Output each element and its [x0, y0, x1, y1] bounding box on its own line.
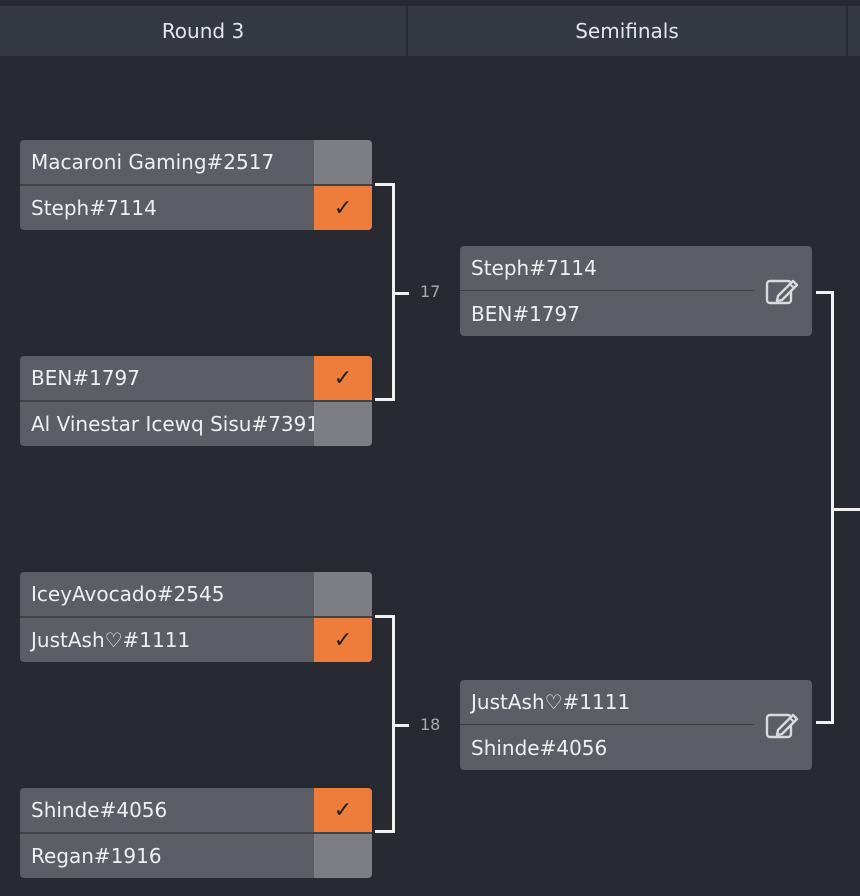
connector-line	[834, 508, 860, 511]
match-card[interactable]: BEN#1797 ✓ Al Vinestar Icewq Sisu#7391	[20, 356, 372, 446]
match-card[interactable]: Shinde#4056 ✓ Regan#1916	[20, 788, 372, 878]
slot-divider	[460, 724, 754, 725]
player-name: Macaroni Gaming#2517	[20, 140, 314, 184]
slot-divider	[20, 832, 372, 834]
player-slot-winner[interactable]: Steph#7114 ✓	[20, 186, 372, 230]
match-number: 17	[420, 282, 441, 301]
bracket-connector	[375, 183, 395, 401]
match-card[interactable]: Macaroni Gaming#2517 Steph#7114 ✓	[20, 140, 372, 230]
player-name: Regan#1916	[20, 834, 314, 878]
edit-match-button[interactable]	[762, 706, 802, 746]
win-check-icon: ✓	[314, 356, 372, 400]
slot-divider	[20, 184, 372, 186]
player-name: BEN#1797	[471, 302, 580, 326]
player-name: Shinde#4056	[20, 788, 314, 832]
win-check-icon: ✓	[314, 618, 372, 662]
player-name: Shinde#4056	[471, 736, 608, 760]
bracket-connector	[816, 291, 834, 724]
win-check-icon: ✓	[314, 186, 372, 230]
round-header-next	[848, 6, 860, 56]
player-slot-winner[interactable]: Shinde#4056 ✓	[20, 788, 372, 832]
result-box	[314, 834, 372, 878]
connector-line	[395, 292, 409, 295]
player-name: JustAsh♡#1111	[471, 690, 631, 714]
player-name: JustAsh♡#1111	[20, 618, 314, 662]
result-box	[314, 140, 372, 184]
player-slot-winner[interactable]: BEN#1797 ✓	[20, 356, 372, 400]
player-name: IceyAvocado#2545	[20, 572, 314, 616]
result-box	[314, 572, 372, 616]
bracket-connector	[375, 615, 395, 833]
player-name: BEN#1797	[20, 356, 314, 400]
semifinal-match-card[interactable]: Steph#7114 BEN#1797	[460, 246, 812, 336]
round-header-round-3: Round 3	[0, 6, 406, 56]
edit-icon	[765, 713, 799, 739]
player-slot[interactable]: Al Vinestar Icewq Sisu#7391	[20, 402, 372, 446]
player-slot[interactable]: Regan#1916	[20, 834, 372, 878]
match-card[interactable]: IceyAvocado#2545 JustAsh♡#1111 ✓	[20, 572, 372, 662]
slot-divider	[460, 290, 754, 291]
player-name: Steph#7114	[20, 186, 314, 230]
edit-match-button[interactable]	[762, 272, 802, 312]
slot-divider	[20, 616, 372, 618]
edit-icon	[765, 279, 799, 305]
semifinal-match-card[interactable]: JustAsh♡#1111 Shinde#4056	[460, 680, 812, 770]
round-title: Round 3	[161, 19, 245, 43]
connector-line	[395, 724, 409, 727]
result-box	[314, 402, 372, 446]
player-name: Al Vinestar Icewq Sisu#7391	[20, 402, 314, 446]
player-slot[interactable]: Macaroni Gaming#2517	[20, 140, 372, 184]
player-slot-winner[interactable]: JustAsh♡#1111 ✓	[20, 618, 372, 662]
round-title: Semifinals	[575, 19, 679, 43]
round-header-semifinals: Semifinals	[408, 6, 846, 56]
player-slot[interactable]: IceyAvocado#2545	[20, 572, 372, 616]
player-name: Steph#7114	[471, 256, 597, 280]
slot-divider	[20, 400, 372, 402]
win-check-icon: ✓	[314, 788, 372, 832]
match-number: 18	[420, 715, 441, 734]
